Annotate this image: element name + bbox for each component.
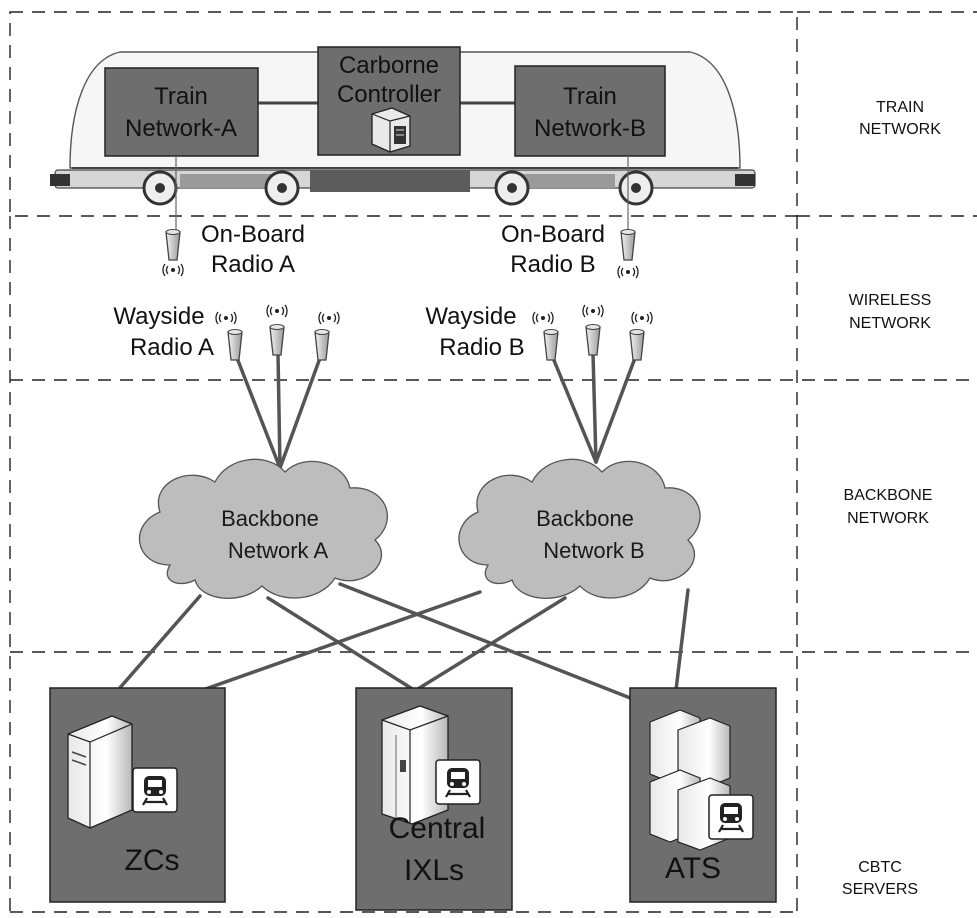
- wayside-radio-b-line1: Wayside: [425, 303, 516, 330]
- layer-label-wireless-2: NETWORK: [849, 315, 931, 332]
- train-network-b: Train Network-B: [514, 65, 666, 157]
- layer-label-backbone-2: NETWORK: [847, 510, 929, 527]
- layer-label-servers-1: CBTC: [858, 859, 902, 876]
- computer-unit-icon: [371, 107, 411, 153]
- train-network-b-line2: Network-B: [534, 115, 646, 142]
- onboard-radio-b-line2: Radio B: [510, 251, 595, 278]
- wayside-radio-a-line2: Radio A: [130, 334, 214, 361]
- backbone-b-line2: Network B: [543, 538, 644, 563]
- wayside-b-links: [551, 352, 637, 464]
- layer-label-train-1: TRAIN: [876, 99, 924, 116]
- train-symbol-icon: [131, 766, 179, 814]
- backbone-network-a-cloud: Backbone Network A: [138, 458, 389, 599]
- layer-label-servers-2: SERVERS: [842, 881, 918, 898]
- controller-line2: Controller: [337, 81, 441, 108]
- wayside-a-links: [235, 352, 322, 470]
- train-network-a-line2: Network-A: [125, 115, 237, 142]
- train-symbol-icon: [707, 793, 755, 841]
- zcs-server-box: ZCs: [49, 687, 226, 903]
- backbone-network-b-cloud: Backbone Network B: [458, 458, 701, 599]
- cabinet-server-icon: [381, 705, 449, 825]
- layer-label-backbone-1: BACKBONE: [844, 487, 933, 504]
- ixls-server-box: Central IXLs: [355, 687, 513, 911]
- onboard-radio-a-line2: Radio A: [211, 251, 295, 278]
- backbone-a-line1: Backbone: [221, 506, 319, 531]
- backbone-b-line1: Backbone: [536, 506, 634, 531]
- backbone-a-line2: Network A: [228, 538, 329, 563]
- wayside-radio-b-icons: [532, 304, 653, 361]
- controller-line1: Carborne: [339, 52, 439, 79]
- train-network-frame: [9, 11, 798, 217]
- onboard-radio-b-icon: [617, 228, 639, 279]
- wayside-radio-a-icons: [215, 304, 340, 361]
- onboard-radio-a-line1: On-Board: [201, 221, 305, 248]
- layer-label-train-2: NETWORK: [859, 121, 941, 138]
- tower-server-icon: [67, 715, 133, 829]
- carborne-controller: Carborne Controller: [317, 46, 461, 156]
- layer-label-wireless-1: WIRELESS: [849, 292, 932, 309]
- train-network-a: Train Network-A: [104, 67, 259, 157]
- ixls-line1: Central: [389, 812, 486, 845]
- zcs-label: ZCs: [125, 844, 180, 877]
- wayside-radio-a-line1: Wayside: [113, 303, 204, 330]
- ixls-line2: IXLs: [404, 854, 464, 887]
- onboard-radio-b-line1: On-Board: [501, 221, 605, 248]
- ats-server-box: ATS: [629, 687, 777, 903]
- ats-label: ATS: [665, 852, 721, 885]
- train-symbol-icon: [434, 758, 482, 806]
- backbone-server-links: [116, 582, 690, 718]
- onboard-radio-a-icon: [162, 228, 184, 277]
- wayside-radio-b-line2: Radio B: [439, 334, 524, 361]
- train-network-b-line1: Train: [563, 83, 617, 110]
- train-network-a-line1: Train: [154, 83, 208, 110]
